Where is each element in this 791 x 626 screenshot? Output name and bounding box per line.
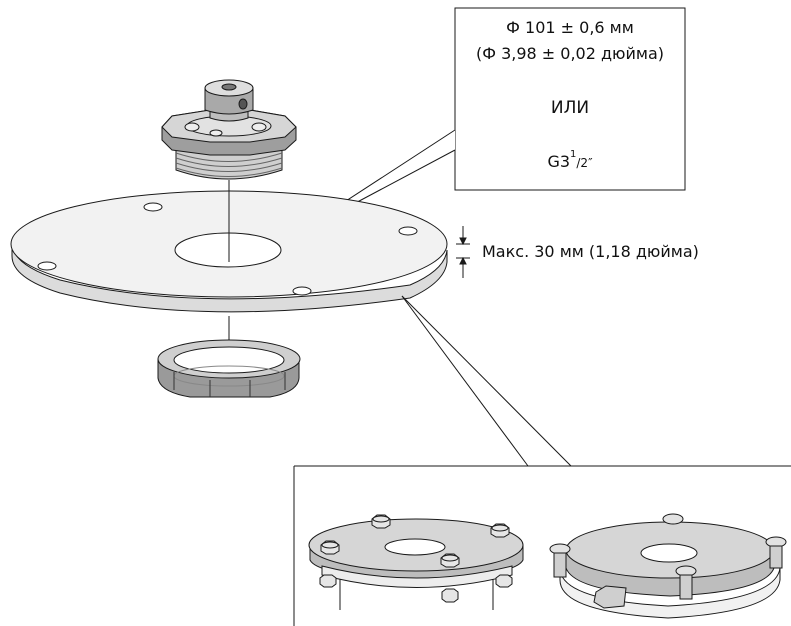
- bolted-flange-illustration: [308, 514, 524, 610]
- clamped-flange-illustration: [549, 513, 787, 619]
- thread-superscript: 1: [570, 149, 577, 160]
- inset-leader-line: [401, 295, 529, 467]
- threaded-adapter: [161, 79, 297, 180]
- lock-nut: [157, 339, 301, 398]
- diameter-mm-label: Ф 101 ± 0,6 мм: [506, 18, 634, 37]
- thread-suffix: /2″: [576, 156, 593, 170]
- bolt-hole: [143, 202, 163, 212]
- thread-prefix: G3: [547, 152, 571, 171]
- thickness-dimension: [456, 226, 470, 278]
- bolt-hole: [292, 286, 312, 296]
- dimension-callout-box: [454, 7, 686, 191]
- diameter-inch-label: (Ф 3,98 ± 0,02 дюйма): [475, 44, 665, 63]
- bolt-hole: [37, 261, 57, 271]
- max-thickness-label: Макс. 30 мм (1,18 дюйма): [482, 242, 699, 261]
- or-label: ИЛИ: [550, 98, 590, 118]
- bolt-hole: [398, 226, 418, 236]
- flange-center-hole: [174, 232, 282, 268]
- inset-leader-line: [401, 295, 572, 467]
- thread-size-label: G31/2″: [455, 149, 685, 171]
